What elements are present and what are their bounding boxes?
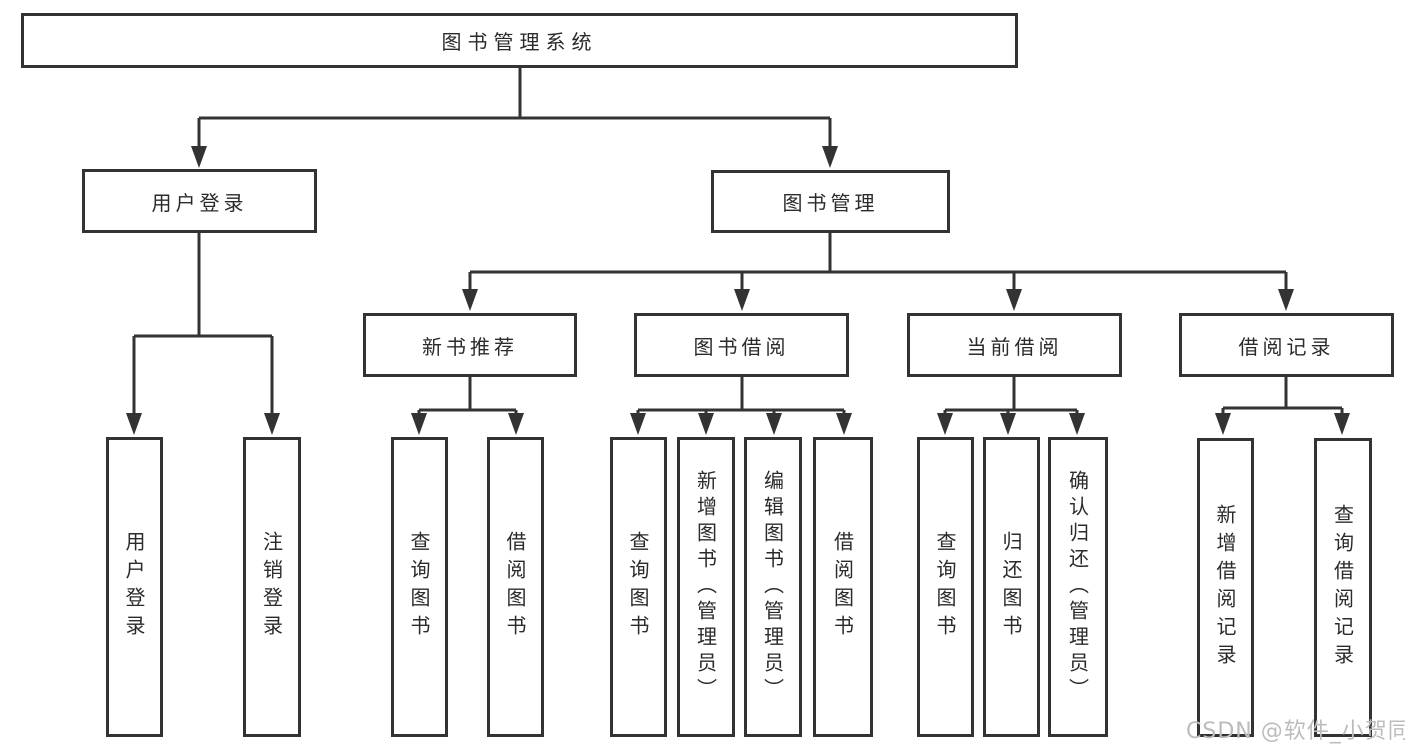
node-new-book-recommend: 新书推荐 [363,313,577,377]
node-leaf-logout: 注销登录 [243,437,301,737]
connector-new-book-branch [411,377,524,435]
connector-book-borrow-branch [630,377,852,435]
node-leaf-user-login: 用户登录 [106,437,163,737]
connector-borrow-record-branch [1215,377,1350,435]
node-leaf-current-query-book: 查询图书 [917,437,974,737]
node-leaf-add-book-admin: 新增图书（管理员） [677,437,735,737]
connector-current-borrow-branch [937,377,1085,435]
node-leaf-borrowing-borrow-book: 借阅图书 [813,437,873,737]
node-root-system: 图书管理系统 [21,13,1018,68]
node-book-management-module: 图书管理 [711,170,950,233]
node-leaf-recommend-borrow-book: 借阅图书 [487,437,544,737]
node-leaf-edit-book-admin: 编辑图书（管理员） [744,437,802,737]
node-leaf-add-borrow-record: 新增借阅记录 [1197,438,1254,737]
node-leaf-recommend-query-book: 查询图书 [391,437,448,737]
node-user-login-module: 用户登录 [82,169,317,233]
node-book-borrowing: 图书借阅 [634,313,849,377]
connector-book-mgmt-branch [462,233,1294,311]
connector-root-branch [191,68,838,168]
node-leaf-confirm-return-admin: 确认归还（管理员） [1048,437,1108,737]
node-current-borrowing: 当前借阅 [907,313,1122,377]
csdn-watermark: CSDN @软件_小贺同学 [1186,719,1405,744]
node-leaf-borrowing-query-book: 查询图书 [610,437,667,737]
node-leaf-query-borrow-record: 查询借阅记录 [1314,438,1372,737]
connector-user-login-branch [126,233,280,435]
node-leaf-return-book: 归还图书 [983,437,1040,737]
node-borrowing-records: 借阅记录 [1179,313,1394,377]
